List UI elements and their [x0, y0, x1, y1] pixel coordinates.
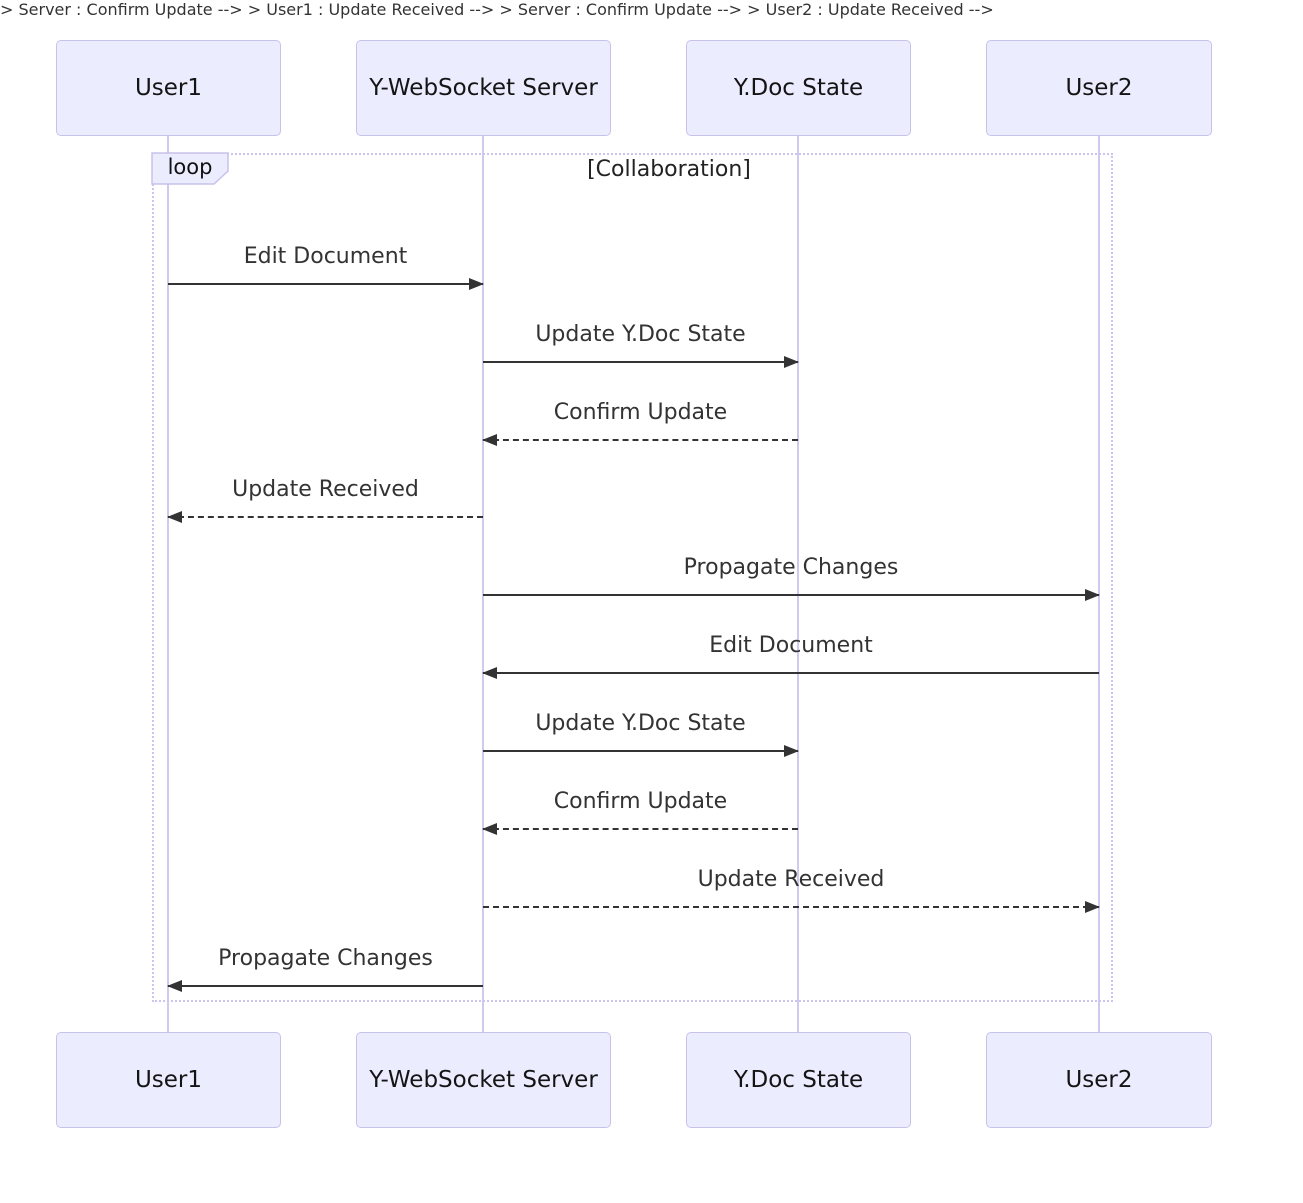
actor-server-top: Y-WebSocket Server: [356, 40, 611, 136]
message-label: Update Received: [232, 477, 419, 502]
message-line-dashed: [483, 828, 798, 830]
actor-user1-bottom: User1: [56, 1032, 281, 1128]
message-update-received-1: Update Received: [167, 476, 483, 523]
arrowhead-right-icon: [784, 356, 799, 368]
message-update-ydoc-1: Update Y.Doc State: [483, 321, 799, 368]
message-line-solid: [483, 672, 1099, 674]
actor-user2-bottom: User2: [986, 1032, 1212, 1128]
arrowhead-right-icon: [1085, 901, 1100, 913]
message-line-solid: [168, 283, 483, 285]
message-line-dashed: [483, 906, 1099, 908]
message-label: Edit Document: [243, 244, 408, 269]
message-line-dashed: [168, 516, 483, 518]
actor-label: User1: [134, 75, 203, 101]
message-label: Confirm Update: [553, 400, 728, 425]
actor-label: Y.Doc State: [733, 1067, 864, 1093]
message-edit-document-2: Edit Document: [482, 632, 1099, 679]
arrowhead-right-icon: [784, 745, 799, 757]
arrowhead-left-icon: [167, 980, 182, 992]
message-line-dashed: [483, 439, 798, 441]
lifeline-ydoc: [797, 136, 799, 1032]
message-line-solid: [483, 361, 798, 363]
actor-label: Y.Doc State: [733, 75, 864, 101]
message-label: Propagate Changes: [218, 946, 433, 971]
actor-label: User2: [1065, 1067, 1133, 1093]
message-label: Edit Document: [709, 633, 873, 658]
actor-label: User1: [134, 1067, 203, 1093]
message-confirm-update-1: Confirm Update: [482, 399, 798, 446]
message-label: Update Y.Doc State: [535, 711, 746, 736]
loop-frame: [152, 153, 1113, 1002]
loop-label: loop: [167, 155, 213, 179]
actor-ydoc-top: Y.Doc State: [686, 40, 911, 136]
message-update-received-2: Update Received: [483, 866, 1100, 913]
arrowhead-left-icon: [482, 667, 497, 679]
arrowhead-right-icon: [1085, 589, 1100, 601]
arrowhead-right-icon: [469, 278, 484, 290]
arrowhead-left-icon: [482, 434, 497, 446]
actor-user1-top: User1: [56, 40, 281, 136]
message-line-solid: [168, 985, 483, 987]
actor-label: Y-WebSocket Server: [369, 1067, 598, 1093]
message-label: Confirm Update: [553, 789, 728, 814]
actor-label: User2: [1065, 75, 1133, 101]
message-label: Update Y.Doc State: [535, 322, 746, 347]
message-line-solid: [483, 750, 798, 752]
lifeline-server: [482, 136, 484, 1032]
arrowhead-left-icon: [167, 511, 182, 523]
message-label: Update Received: [697, 867, 885, 892]
actor-server-bottom: Y-WebSocket Server: [356, 1032, 611, 1128]
message-label: Propagate Changes: [683, 555, 899, 580]
message-confirm-update-2: Confirm Update: [482, 788, 798, 835]
actor-user2-top: User2: [986, 40, 1212, 136]
actor-ydoc-bottom: Y.Doc State: [686, 1032, 911, 1128]
lifeline-user1: [167, 136, 169, 1032]
message-propagate-changes-2: Propagate Changes: [167, 945, 483, 992]
loop-label-tab: [151, 152, 229, 185]
message-propagate-changes-1: Propagate Changes: [483, 554, 1100, 601]
message-update-ydoc-2: Update Y.Doc State: [483, 710, 799, 757]
actor-label: Y-WebSocket Server: [369, 75, 598, 101]
lifeline-user2: [1098, 136, 1100, 1032]
loop-condition: [Collaboration]: [587, 157, 751, 182]
message-line-solid: [483, 594, 1099, 596]
message-edit-document-1: Edit Document: [168, 243, 484, 290]
arrowhead-left-icon: [482, 823, 497, 835]
